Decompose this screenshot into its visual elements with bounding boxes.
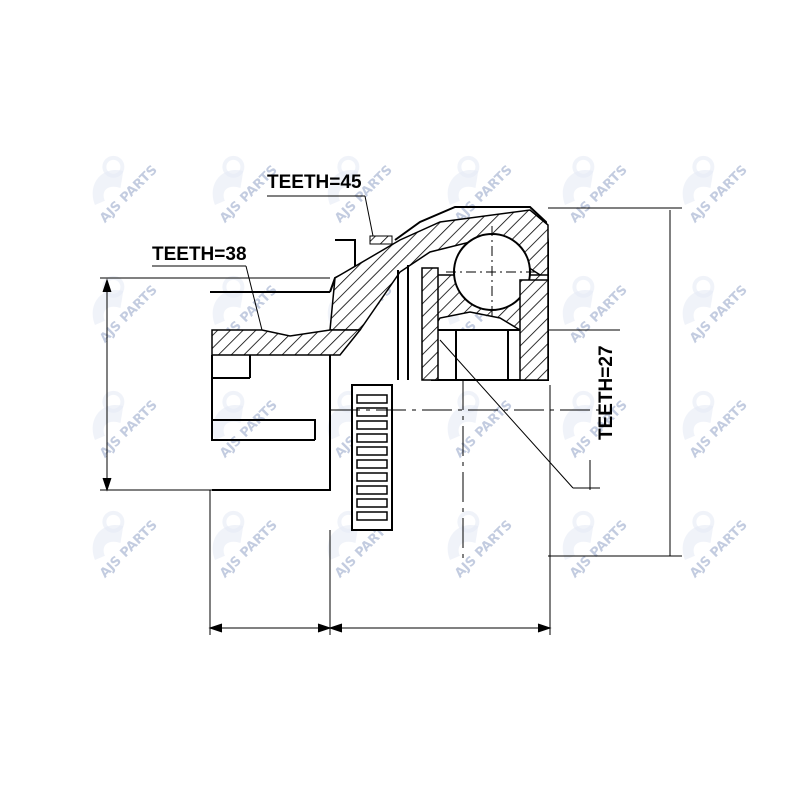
watermark-logo: AJS PARTS (664, 495, 751, 581)
watermark-logo: AJS PARTS (664, 140, 751, 226)
watermark-logo: AJS PARTS (664, 375, 751, 461)
watermark-logo: AJS PARTS (74, 495, 161, 581)
watermark-logo: AJS PARTS (194, 495, 281, 581)
teeth-45-label: TEETH=45 (267, 172, 362, 193)
watermark-logo: AJS PARTS (429, 375, 516, 461)
abs-tooth (356, 420, 388, 430)
dimension-lines (100, 195, 682, 635)
watermark-layer: AJS PARTS AJS PARTS AJS PARTS AJS PARTS AJS … (74, 140, 751, 581)
watermark-logo: AJS PARTS (194, 375, 281, 461)
abs-tooth (356, 394, 388, 404)
abs-tooth (356, 459, 388, 469)
watermark-logo: AJS PARTS (544, 260, 631, 346)
watermark-logo: AJS PARTS (664, 260, 751, 346)
abs-tooth (356, 433, 388, 443)
abs-ring-teeth (356, 394, 388, 521)
joint-body (210, 206, 549, 531)
teeth-27-label: TEETH=27 (596, 345, 617, 440)
watermark-logo: AJS PARTS (544, 375, 631, 461)
abs-tooth (356, 498, 388, 508)
abs-tooth (356, 485, 388, 495)
watermark-logo: AJS PARTS (544, 495, 631, 581)
watermark-logo: AJS PARTS (544, 140, 631, 226)
teeth-45-marker (369, 235, 393, 245)
teeth-38-label: TEETH=38 (152, 244, 247, 265)
watermark-logo: AJS PARTS (74, 260, 161, 346)
abs-tooth (356, 472, 388, 482)
abs-tooth (356, 407, 388, 417)
watermark-logo: AJS PARTS (74, 375, 161, 461)
watermark-logo: AJS PARTS (74, 140, 161, 226)
abs-tooth (356, 511, 388, 521)
abs-tooth (356, 446, 388, 456)
watermark-logo: AJS PARTS (429, 495, 516, 581)
